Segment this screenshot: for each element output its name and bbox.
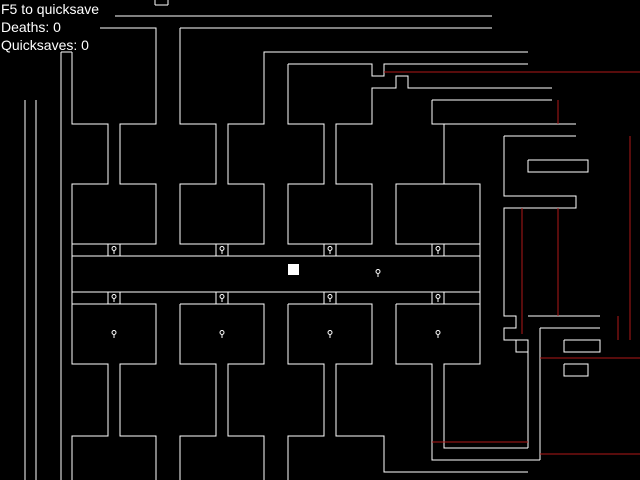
- quicksave-hint: F5 to quicksave: [1, 1, 100, 17]
- key-icon: [219, 330, 225, 339]
- deaths-counter: Deaths: 0: [1, 19, 61, 35]
- key-icon: [375, 269, 381, 278]
- deaths-value: 0: [53, 19, 61, 35]
- key-icon: [327, 330, 333, 339]
- door-keys: [107, 243, 445, 305]
- loose-keys: [111, 269, 441, 339]
- maze-walls: [24, 0, 601, 480]
- quicksaves-counter: Quicksaves: 0: [1, 37, 89, 53]
- player-square: [288, 264, 299, 275]
- quicksaves-label: Quicksaves:: [1, 37, 78, 53]
- deaths-label: Deaths:: [1, 19, 50, 35]
- quicksaves-value: 0: [81, 37, 89, 53]
- key-icon: [111, 330, 117, 339]
- hazard-lines: [384, 71, 640, 455]
- key-icon: [435, 330, 441, 339]
